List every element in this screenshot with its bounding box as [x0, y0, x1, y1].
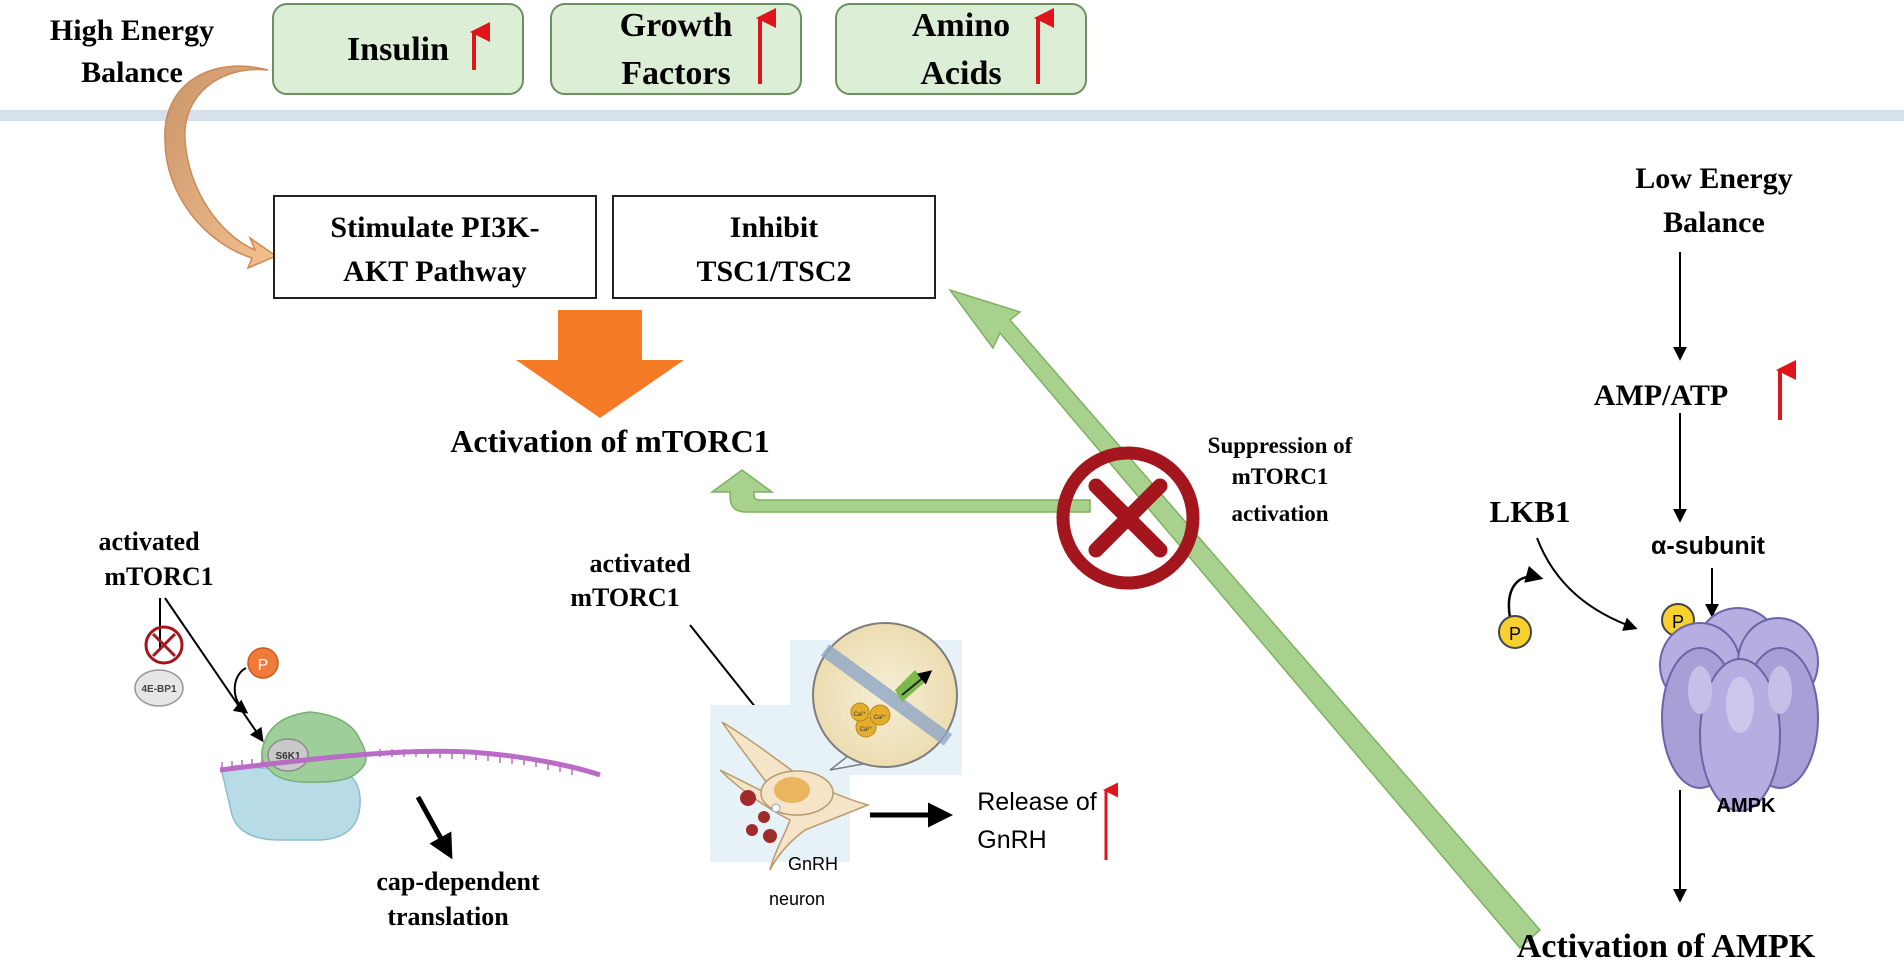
svg-text:activated: activated	[589, 549, 691, 578]
svg-text:Insulin: Insulin	[347, 31, 449, 68]
svg-text:activation: activation	[1231, 501, 1328, 526]
svg-text:mTORC1: mTORC1	[1232, 464, 1329, 489]
box-stimulate-pi3k-akt: Stimulate PI3K- AKT Pathway	[273, 195, 597, 299]
nutrient-box-growth-factors: Growth Factors	[550, 3, 802, 95]
amp-atp-label: AMP/ATP	[1594, 379, 1728, 412]
activation-mtorc1-label: Activation of mTORC1	[450, 423, 769, 459]
low-energy-label: Low Energy Balance	[1635, 162, 1793, 239]
svg-text:Release of: Release of	[977, 788, 1097, 816]
gnrh-neuron-icon: Ca²⁺ Ca²⁺ Ca²⁺	[710, 622, 962, 871]
eb1-protein: 4E-BP1	[134, 669, 184, 707]
svg-text:High Energy: High Energy	[50, 14, 214, 47]
curved-arrow-high-energy	[164, 65, 278, 270]
lkb1-label: LKB1	[1490, 494, 1571, 529]
svg-text:Ca²⁺: Ca²⁺	[854, 711, 867, 718]
phosphate-hook-arrow	[1507, 565, 1544, 619]
phosphate-icon: P	[247, 647, 279, 679]
svg-text:Balance: Balance	[1663, 206, 1765, 239]
svg-text:GnRH: GnRH	[788, 854, 838, 874]
mrna-strand	[219, 748, 601, 778]
left-activated-mtorc1-label: activated mTORC1	[98, 527, 213, 591]
svg-text:Inhibit: Inhibit	[730, 211, 818, 244]
suppression-label: Suppression of mTORC1 activation	[1208, 433, 1353, 526]
svg-text:S6K1: S6K1	[275, 751, 300, 762]
svg-text:mTORC1: mTORC1	[104, 562, 213, 591]
prohibition-icon	[144, 625, 184, 665]
header-divider	[0, 110, 1904, 121]
mrna-ticks	[221, 749, 573, 775]
svg-text:TSC1/TSC2: TSC1/TSC2	[696, 255, 851, 288]
prohibition-icon	[1056, 446, 1200, 590]
green-bent-arrow	[709, 469, 1091, 513]
lkb1-curve-arrow	[1536, 537, 1638, 631]
box-inhibit-tsc1-tsc2: Inhibit TSC1/TSC2	[612, 195, 936, 299]
svg-text:Balance: Balance	[81, 56, 183, 89]
svg-text:Ca²⁺: Ca²⁺	[860, 726, 873, 733]
ampk-complex-icon	[1659, 607, 1819, 812]
cap-translation-label: cap-dependent translation	[376, 867, 540, 931]
svg-text:activated: activated	[98, 527, 200, 556]
gnrh-release-label: Release of GnRH	[977, 788, 1097, 854]
svg-text:Low Energy: Low Energy	[1635, 162, 1793, 195]
svg-text:4E-BP1: 4E-BP1	[141, 684, 176, 695]
alpha-subunit-label: α-subunit	[1651, 532, 1766, 560]
svg-text:Ca²⁺: Ca²⁺	[874, 714, 887, 721]
gnrh-neuron-label: GnRH neuron	[769, 854, 838, 909]
svg-text:neuron: neuron	[769, 889, 825, 909]
svg-text:cap-dependent: cap-dependent	[376, 867, 540, 896]
arrow-left-mtorc1-to-s6k1	[164, 597, 264, 743]
green-diagonal-arrow	[948, 288, 1542, 950]
phosphate-hook-arrow	[232, 667, 249, 714]
svg-text:Amino: Amino	[912, 7, 1010, 44]
high-energy-label: High Energy Balance	[50, 14, 214, 89]
svg-text:P: P	[1509, 624, 1521, 644]
middle-activated-mtorc1-label: activated mTORC1	[570, 549, 691, 612]
svg-text:GnRH: GnRH	[977, 826, 1046, 854]
nutrient-box-amino-acids: Amino Acids	[835, 3, 1087, 95]
activation-ampk-label: Activation of AMPK	[1517, 928, 1816, 962]
ampk-label: AMPK	[1717, 795, 1776, 817]
svg-text:P: P	[258, 657, 269, 674]
svg-text:Growth: Growth	[620, 7, 733, 44]
svg-text:mTORC1: mTORC1	[570, 583, 679, 612]
ribosome-icon: S6K1	[221, 711, 367, 841]
nutrient-box-insulin: Insulin	[272, 3, 524, 95]
orange-down-arrow	[516, 310, 684, 418]
svg-text:AKT Pathway: AKT Pathway	[343, 255, 527, 288]
arrow-to-cap-translation	[415, 795, 453, 860]
svg-text:translation: translation	[387, 902, 509, 931]
svg-text:Suppression of: Suppression of	[1208, 433, 1353, 458]
svg-text:Acids: Acids	[920, 55, 1001, 92]
svg-text:Factors: Factors	[621, 55, 731, 92]
svg-text:Stimulate PI3K-: Stimulate PI3K-	[330, 211, 539, 244]
phosphate-icon: P	[1498, 615, 1532, 649]
